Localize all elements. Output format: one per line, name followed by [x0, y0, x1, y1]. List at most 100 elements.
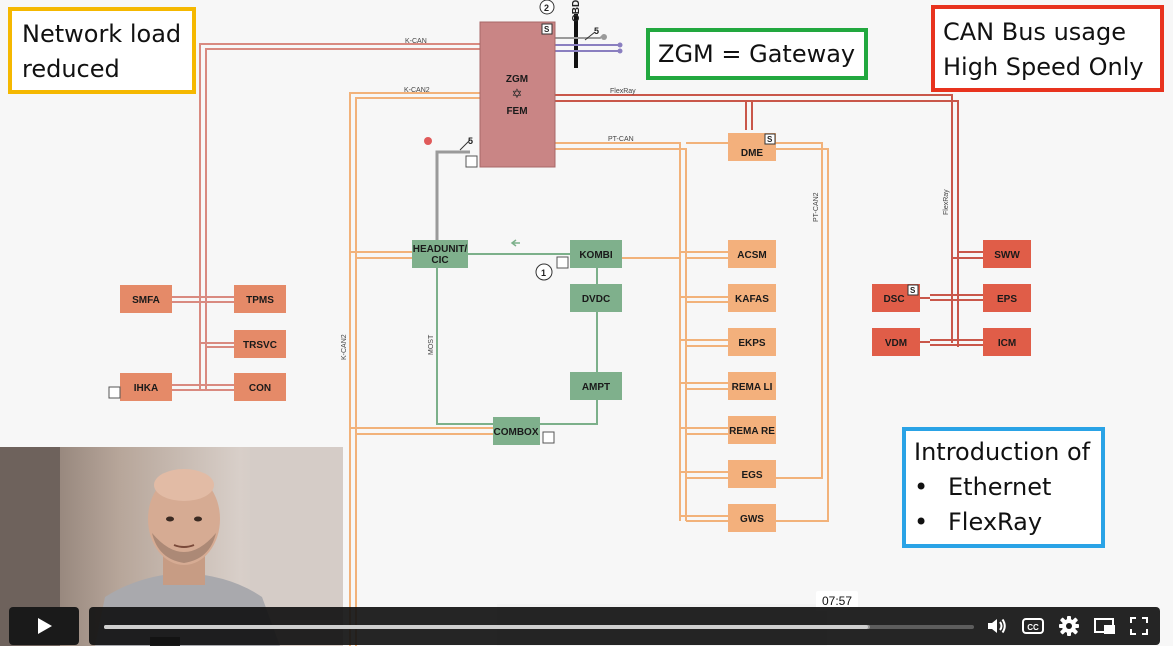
ecu-combox: COMBOX [493, 417, 540, 445]
ecu-ampt: AMPT [570, 372, 622, 400]
callout-intro-heading: Introduction of [914, 438, 1091, 466]
most-arrow-icon [510, 239, 520, 247]
ecu-dme: S DME [728, 133, 776, 161]
callout-network-line-2: reduced [22, 55, 120, 83]
svg-text:S: S [544, 25, 550, 34]
svg-text:SMFA: SMFA [132, 295, 160, 306]
ecu-headunit: HEADUNIT/ CIC [412, 240, 468, 268]
pt-can-label: PT-CAN [608, 136, 634, 143]
ecu-rema-re: REMA RE [728, 416, 776, 444]
circle-1-marker [535, 263, 553, 281]
star-icon: ✡ [512, 87, 523, 102]
svg-text:S: S [910, 286, 916, 295]
svg-text:SWW: SWW [994, 250, 1020, 261]
k-can2-vertical-label: K-CAN2 [341, 334, 348, 360]
volume-icon [988, 618, 1006, 634]
callout-zgm-text: ZGM = Gateway [658, 40, 856, 68]
callout-network-line-1: Network load [22, 20, 182, 48]
five-marker-b: 5 [594, 26, 599, 36]
sleep-icon [465, 155, 478, 168]
ecu-sww: SWW [983, 240, 1031, 268]
ecu-smfa: SMFA [120, 285, 172, 313]
ecu-rema-li: REMA LI [728, 372, 776, 400]
play-icon [38, 618, 52, 634]
svg-text:EKPS: EKPS [738, 338, 766, 349]
svg-text:DME: DME [741, 148, 764, 159]
svg-text:1: 1 [541, 268, 546, 278]
gateway-zgm-fem: S ZGM ✡ FEM [479, 21, 556, 168]
svg-text:EPS: EPS [997, 294, 1017, 305]
most-bus [436, 253, 598, 425]
ecu-vdm: VDM [872, 328, 920, 356]
svg-text:IHKA: IHKA [134, 383, 158, 394]
ecu-acsm: ACSM [728, 240, 776, 268]
k-can-bus [172, 43, 480, 391]
ecu-kombi: KOMBI [570, 240, 622, 268]
video-controls: CC [0, 604, 1173, 646]
svg-text:CON: CON [249, 383, 271, 394]
ecu-ihka: IHKA [120, 373, 172, 401]
ecu-kafas: KAFAS [728, 284, 776, 312]
svg-text:DVDC: DVDC [582, 294, 610, 305]
bullet-icon: • [914, 473, 929, 501]
svg-text:EGS: EGS [741, 470, 762, 481]
ecu-tpms: TPMS [234, 285, 286, 313]
svg-text:S: S [767, 135, 773, 144]
svg-text:CIC: CIC [431, 255, 448, 266]
bullet-icon: • [914, 508, 929, 536]
settings-icon [1059, 616, 1079, 636]
flexray-bus [555, 94, 983, 347]
combox-sleep-icon [542, 431, 555, 444]
callout-network-load: Network load reduced [8, 7, 196, 94]
svg-text:TPMS: TPMS [246, 295, 274, 306]
k-can2-label: K-CAN2 [404, 87, 430, 94]
svg-text:DSC: DSC [883, 294, 904, 305]
ecu-dsc: S DSC [872, 284, 920, 312]
obd-label: OBD [571, 0, 582, 22]
svg-text:KAFAS: KAFAS [735, 294, 769, 305]
svg-text:KOMBI: KOMBI [579, 250, 613, 261]
closed-captions-button[interactable]: CC [1020, 614, 1046, 638]
svg-text:ICM: ICM [998, 338, 1016, 349]
svg-text:TRSVC: TRSVC [243, 340, 277, 351]
svg-text:FEM: FEM [506, 106, 527, 117]
svg-text:CC: CC [1027, 623, 1039, 632]
settings-button[interactable] [1056, 614, 1082, 638]
kombi-sleep-icon [556, 256, 569, 269]
ihka-sleep-icon [108, 386, 121, 399]
k-can2-bus [349, 92, 493, 646]
ecu-egs: EGS [728, 460, 776, 488]
svg-text:COMBOX: COMBOX [494, 427, 539, 438]
ethernet-slash [459, 139, 471, 151]
progress-bar[interactable] [104, 625, 974, 629]
svg-text:REMA RE: REMA RE [729, 426, 775, 437]
fullscreen-button[interactable] [1126, 614, 1152, 638]
closed-captions-icon: CC [1022, 618, 1044, 634]
time-tooltip: 07:57 [816, 591, 858, 611]
most-label: MOST [428, 334, 435, 355]
callout-intro-item: •Ethernet [914, 470, 1101, 505]
ecu-gws: GWS [728, 504, 776, 532]
callout-introduction: Introduction of •Ethernet •FlexRay [902, 427, 1105, 548]
progress-played [104, 625, 868, 629]
volume-button[interactable] [984, 614, 1010, 638]
picture-in-picture-button[interactable] [1092, 614, 1118, 638]
callout-intro-list: •Ethernet •FlexRay [914, 470, 1101, 540]
svg-text:ZGM: ZGM [506, 74, 528, 85]
play-button[interactable] [9, 607, 79, 645]
callout-can-line-1: CAN Bus usage [943, 18, 1126, 46]
cursor-dot [424, 137, 432, 145]
flexray-vertical-label: FlexRay [943, 189, 950, 215]
picture-in-picture-icon [1094, 618, 1115, 634]
ecu-con: CON [234, 373, 286, 401]
svg-text:VDM: VDM [885, 338, 907, 349]
svg-text:GWS: GWS [740, 514, 764, 525]
svg-text:AMPT: AMPT [582, 382, 610, 393]
pt-can2-bus [776, 142, 829, 522]
svg-text:2: 2 [544, 3, 549, 13]
svg-text:HEADUNIT/: HEADUNIT/ [413, 244, 468, 255]
five-marker-a: 5 [468, 136, 473, 146]
svg-text:REMA LI: REMA LI [732, 382, 773, 393]
k-can-label: K-CAN [405, 38, 427, 45]
flexray-label: FlexRay [610, 88, 636, 95]
